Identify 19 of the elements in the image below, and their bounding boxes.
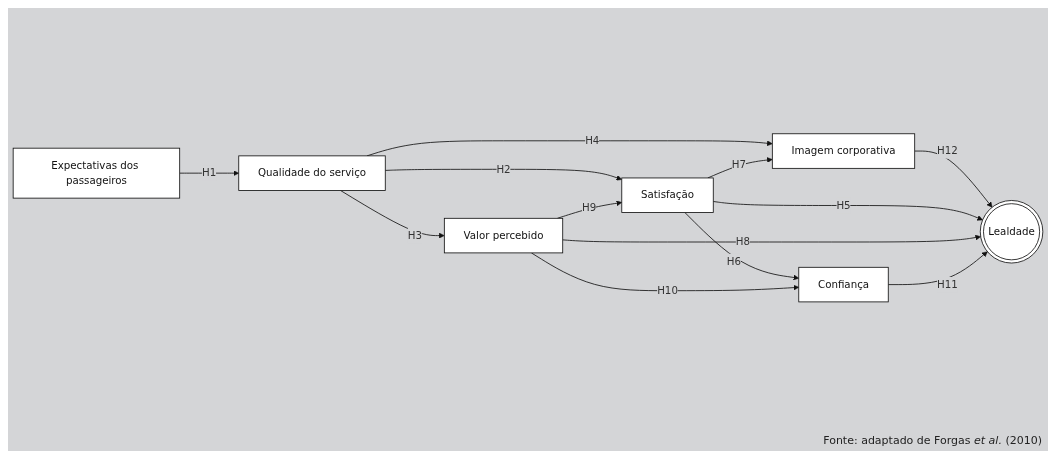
edge-label: H11: [937, 278, 958, 291]
edge-label: H12: [937, 145, 958, 158]
edge-label: H10: [657, 284, 678, 297]
edge-label: H3: [407, 229, 422, 242]
edge-label: H9: [581, 202, 597, 215]
edge-label: H4: [585, 134, 600, 148]
node-box: Imagem corporativa: [771, 133, 916, 170]
source-caption: Fonte: adaptado de Forgas et al. (2010): [823, 434, 1042, 447]
edge-label: H6: [726, 255, 741, 268]
edge-label: H2: [496, 163, 511, 176]
edge-label: H7: [731, 158, 747, 171]
node-box: Qualidade do serviço: [238, 155, 386, 192]
edge-label: H8: [735, 236, 750, 249]
edge-label: H5: [836, 199, 851, 212]
node-box: Expectativas dos passageiros: [12, 148, 181, 200]
node-box: Confiança: [798, 267, 889, 303]
node-box: Satisfação: [621, 178, 714, 214]
edge-label: H1: [202, 167, 217, 180]
node-box: Valor percebido: [443, 218, 564, 254]
